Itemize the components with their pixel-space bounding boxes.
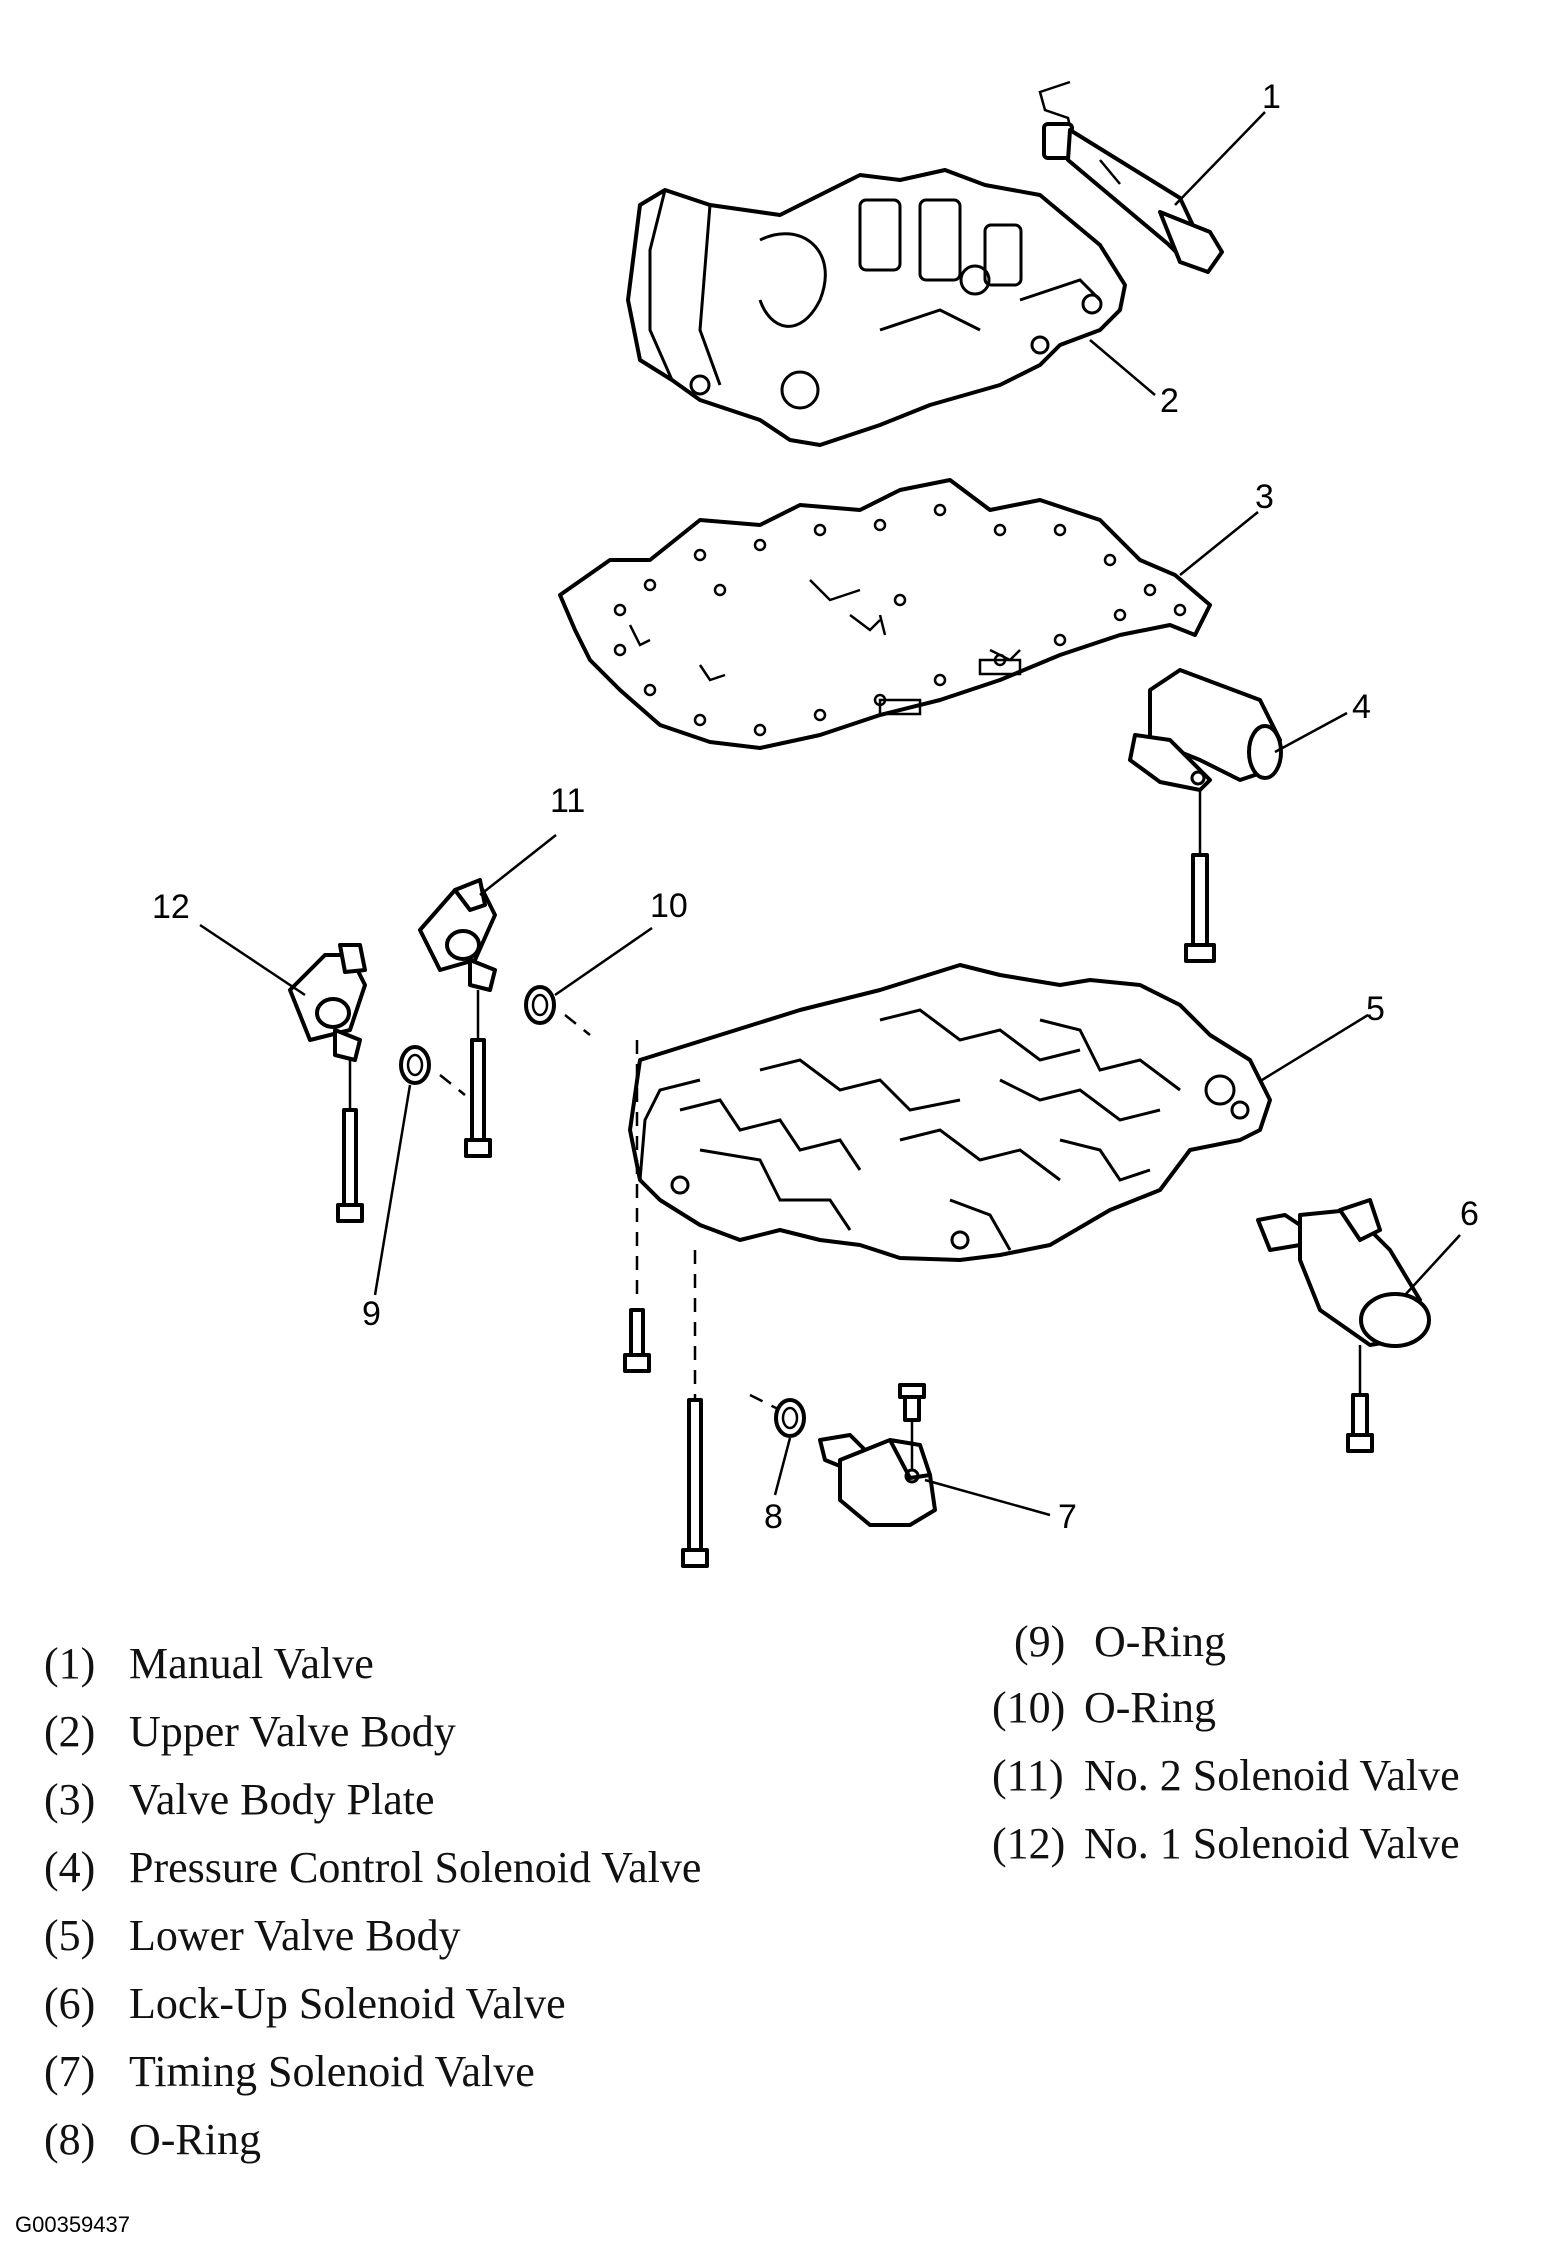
callout-5: 5: [1366, 990, 1385, 1028]
legend-num: (1): [44, 1639, 96, 1688]
callout-2: 2: [1160, 382, 1179, 420]
legend-item-7: (7) Timing Solenoid Valve: [44, 2050, 535, 2094]
legend-label: O-Ring: [1084, 1683, 1216, 1732]
manual-valve-part: [1038, 80, 1224, 274]
figure-id: G00359437: [15, 2212, 130, 2237]
legend-item-9: (9) O-Ring: [1002, 1620, 1226, 1664]
no2-solenoid-part: [418, 878, 497, 1158]
legend-num: (10): [992, 1683, 1066, 1732]
callout-1: 1: [1262, 78, 1281, 116]
callout-11: 11: [550, 782, 585, 820]
lockup-solenoid-part: [1256, 1198, 1431, 1453]
legend-item-12: (12) No. 1 Solenoid Valve: [992, 1822, 1460, 1866]
callout-4: 4: [1352, 688, 1371, 726]
legend-num: (9): [1014, 1617, 1066, 1666]
lower-valve-body-part: [628, 963, 1272, 1262]
callout-3: 3: [1255, 478, 1274, 516]
legend-item-6: (6) Lock-Up Solenoid Valve: [44, 1982, 566, 2026]
callout-9: 9: [362, 1295, 381, 1333]
callout-labels: 1 2 3 4 11 10 12 5 6 9 8 7: [152, 78, 1479, 1536]
timing-solenoid-part: [749, 1383, 937, 1527]
callout-10: 10: [650, 887, 688, 925]
legend-label: O-Ring: [129, 2115, 261, 2164]
callout-7: 7: [1058, 1498, 1077, 1536]
legend-num: (6): [44, 1979, 96, 2028]
callout-8: 8: [764, 1498, 783, 1536]
legend-label: Manual Valve: [129, 1639, 374, 1688]
legend-num: (2): [44, 1707, 96, 1756]
upper-valve-body-part: [626, 168, 1127, 447]
legend-num: (7): [44, 2047, 96, 2096]
no1-solenoid-part: [288, 943, 367, 1223]
legend-label: No. 1 Solenoid Valve: [1084, 1819, 1460, 1868]
legend-item-2: (2) Upper Valve Body: [44, 1710, 456, 1754]
legend-label: Lock-Up Solenoid Valve: [129, 1979, 566, 2028]
leader-lines: [199, 111, 1461, 1517]
legend-num: (12): [992, 1819, 1066, 1868]
legend-num: (5): [44, 1911, 96, 1960]
legend-item-1: (1) Manual Valve: [44, 1642, 374, 1686]
pressure-control-solenoid-part: [1128, 668, 1283, 963]
legend-label: Timing Solenoid Valve: [129, 2047, 535, 2096]
legend-item-10: (10) O-Ring: [992, 1686, 1216, 1730]
legend-item-5: (5) Lower Valve Body: [44, 1914, 461, 1958]
valve-body-plate-part: [558, 478, 1212, 750]
o-ring-8-part: [774, 1398, 806, 1438]
o-ring-10-part: [524, 985, 591, 1036]
legend-num: (4): [44, 1843, 96, 1892]
legend-label: Pressure Control Solenoid Valve: [129, 1843, 702, 1892]
legend-num: (3): [44, 1775, 96, 1824]
lower-body-bolts: [623, 1040, 709, 1568]
legend-label: Upper Valve Body: [129, 1707, 456, 1756]
legend-label: Lower Valve Body: [129, 1911, 461, 1960]
callout-12: 12: [152, 888, 190, 926]
legend-item-8: (8) O-Ring: [44, 2118, 261, 2162]
legend-label: O-Ring: [1094, 1617, 1226, 1666]
legend-label: No. 2 Solenoid Valve: [1084, 1751, 1460, 1800]
legend-item-11: (11) No. 2 Solenoid Valve: [992, 1754, 1460, 1798]
legend-item-3: (3) Valve Body Plate: [44, 1778, 435, 1822]
callout-6: 6: [1460, 1195, 1479, 1233]
legend-label: Valve Body Plate: [129, 1775, 435, 1824]
legend-item-4: (4) Pressure Control Solenoid Valve: [44, 1846, 701, 1890]
o-ring-9-part: [399, 1045, 466, 1096]
legend-num: (11): [992, 1751, 1064, 1800]
legend-num: (8): [44, 2115, 96, 2164]
